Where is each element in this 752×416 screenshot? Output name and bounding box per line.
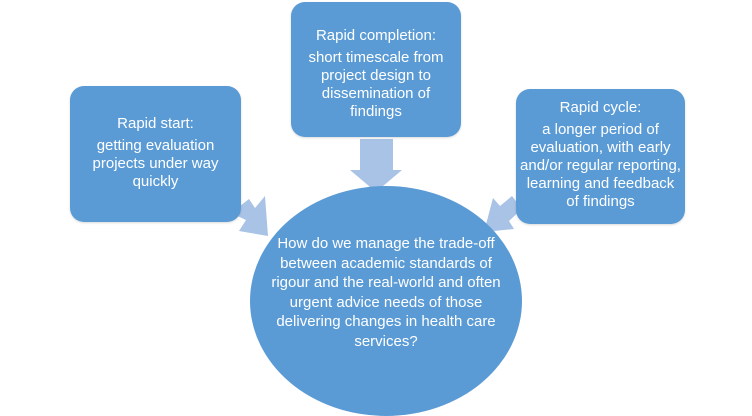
- arrow-rapid-cycle: [484, 196, 522, 232]
- box-rapid-cycle: Rapid cycle: a longer period of evaluati…: [516, 89, 685, 224]
- center-question-text: How do we manage the trade-off between a…: [271, 235, 501, 350]
- box-rapid-completion: Rapid completion: short timescale from p…: [291, 2, 461, 137]
- box-rapid-start: Rapid start: getting evaluation projects…: [70, 86, 241, 222]
- box-title: Rapid cycle:: [559, 99, 642, 116]
- box-title: Rapid completion:: [315, 27, 437, 44]
- box-description: short timescale from project design to d…: [308, 49, 444, 120]
- center-question-ellipse: How do we manage the trade-off between a…: [250, 186, 522, 416]
- box-description: a longer period of evaluation, with earl…: [520, 121, 681, 210]
- arrow-rapid-completion-shaft: [360, 139, 393, 170]
- box-title: Rapid start:: [117, 115, 194, 132]
- arrow-rapid-completion-head: [350, 170, 402, 192]
- box-description: getting evaluation projects under way qu…: [92, 137, 219, 190]
